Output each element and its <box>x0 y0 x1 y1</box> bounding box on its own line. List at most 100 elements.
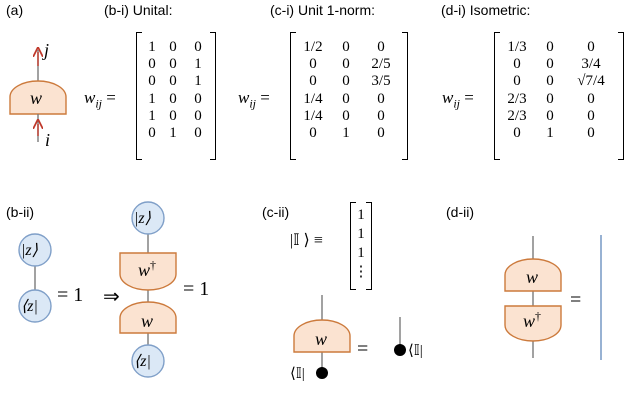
panel-b-ii-label: (b-ii) <box>6 204 34 220</box>
matrix-cell: 1/3 <box>507 39 527 55</box>
ket-z-text: |z⟩ <box>21 242 38 259</box>
gate-w-dagger-label: w† <box>523 309 542 331</box>
index-j: j <box>44 40 50 60</box>
matrix-cell: 0 <box>194 90 202 107</box>
matrix-cell: 1 <box>148 107 156 124</box>
matrix-cell: 0 <box>194 125 202 142</box>
bra-z-bubble-bottom <box>131 344 165 378</box>
matrix-cell: 0 <box>148 73 156 90</box>
matrix-cell: 1/2 <box>303 39 323 55</box>
matrix-cell: 1 <box>148 90 156 107</box>
matrix-cell: 0 <box>194 39 202 55</box>
d-i-lhs: wij = <box>442 88 474 111</box>
matrix-cell: 0 <box>377 125 385 142</box>
equals-one-left: = 1 <box>57 284 84 306</box>
panel-b-i-label: (b-i) Unital: <box>104 2 173 18</box>
matrix-cell: 0 <box>377 107 385 124</box>
matrix-cell: 0 <box>148 125 156 142</box>
gate-w-shape <box>119 301 177 334</box>
matrix-cell: 1 <box>169 125 177 142</box>
equals-sign: = <box>570 289 582 311</box>
matrix-cell: 0 <box>546 39 554 55</box>
matrix-cell: 0 <box>169 73 177 90</box>
matrix-cell: 0 <box>546 90 554 107</box>
bra-identity-right: ⟨𝕀| <box>408 343 423 359</box>
matrix-cell: 0 <box>513 56 521 73</box>
vector-entry: 1 <box>357 207 365 223</box>
bra-z-text: ⟨z| <box>21 298 38 315</box>
matrix-cell: 0 <box>169 90 177 107</box>
matrix-cell: 0 <box>513 73 521 90</box>
panel-a-diagram <box>9 50 67 142</box>
matrix-cell: 0 <box>169 56 177 73</box>
panel-c-ii-label: (c-ii) <box>262 204 290 220</box>
gate-w-shape <box>293 319 351 353</box>
matrix-cell: 2/5 <box>371 56 391 73</box>
b-i-lhs: wij = <box>84 88 116 111</box>
matrix-cell: 0 <box>169 107 177 124</box>
matrix-cell: 1 <box>194 73 202 90</box>
panel-c-i-label: (c-i) Unit 1-norm: <box>270 2 376 18</box>
matrix-cell: 1 <box>194 56 202 73</box>
c-i-lhs: wij = <box>238 88 270 111</box>
matrix-cell: 0 <box>587 39 595 55</box>
panel-d-ii-label: (d-ii) <box>446 204 474 220</box>
matrix-cell: 1 <box>546 125 554 142</box>
matrix-cell: 0 <box>546 107 554 124</box>
matrix-cell: 3/4 <box>581 56 601 73</box>
implies-symbol: ⇒ <box>103 286 120 308</box>
bra-z-bubble <box>18 289 52 323</box>
matrix-cell: 0 <box>587 107 595 124</box>
matrix-cell: 1 <box>342 125 350 142</box>
matrix-cell: 0 <box>342 107 350 124</box>
gate-w-dagger-shape <box>504 305 562 342</box>
panel-c-ii-diagram <box>293 295 406 379</box>
matrix-cell: 1/4 <box>303 90 323 107</box>
gate-w-label: w <box>526 267 539 287</box>
matrix-cell: 0 <box>546 56 554 73</box>
equals-sign: = <box>357 338 369 360</box>
matrix-cell: 0 <box>546 73 554 90</box>
panel-a-label: (a) <box>6 2 24 18</box>
matrix-cell: 0 <box>377 39 385 55</box>
bra-z-text-bottom: ⟨z| <box>134 353 151 370</box>
bra-identity-left: ⟨𝕀| <box>290 366 305 382</box>
gate-w-shape <box>9 80 67 115</box>
bra-identity-dot-right <box>394 344 406 356</box>
panel-b-ii-left-diagram <box>18 233 52 323</box>
matrix-cell: 0 <box>342 90 350 107</box>
vector-entry: ⋮ <box>353 264 369 280</box>
gate-w-dagger-label: w† <box>138 258 157 280</box>
panel-b-ii-right-diagram <box>119 201 177 378</box>
matrix-row: 1/3 0 0 <box>500 39 624 56</box>
matrix-cell: 0 <box>148 56 156 73</box>
panel-d-i-label: (d-i) Isometric: <box>441 2 531 18</box>
equals-one-right: = 1 <box>183 278 210 300</box>
index-i: i <box>45 130 51 150</box>
panel-d-ii-diagram <box>504 235 602 360</box>
gate-w-label: w <box>141 311 154 331</box>
matrix-cell: 0 <box>342 56 350 73</box>
matrix-cell: 0 <box>513 125 521 142</box>
matrix-cell: 3/5 <box>371 73 391 90</box>
matrix-cell: 1 <box>148 39 156 55</box>
